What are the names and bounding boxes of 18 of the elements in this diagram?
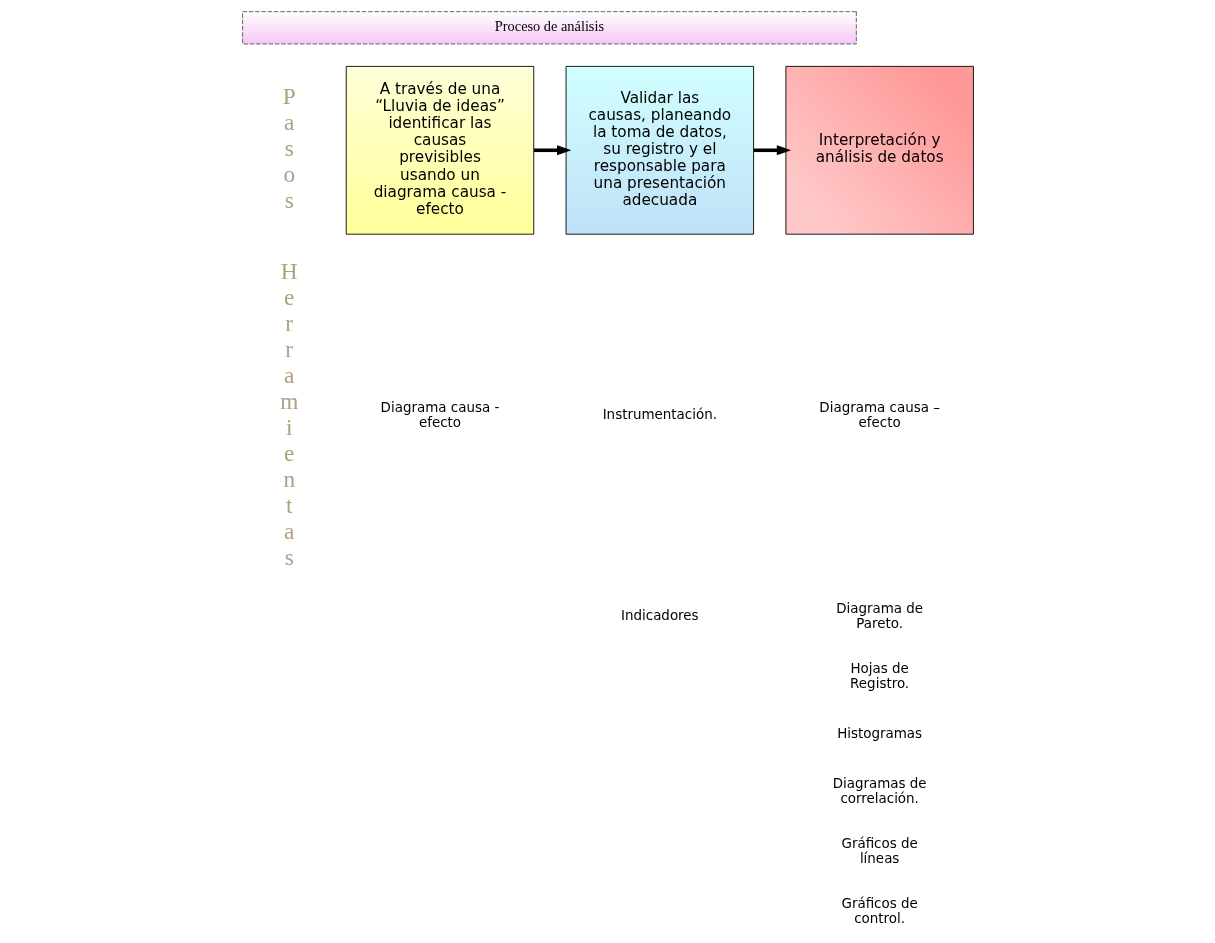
arrow bbox=[753, 145, 791, 156]
arrow bbox=[533, 145, 571, 156]
node-box: Interpretación y análisis de datos bbox=[784, 65, 974, 235]
label: Diagramas de correlación. bbox=[832, 775, 927, 807]
label: Histogramas bbox=[836, 725, 922, 741]
label: Diagrama causa – efecto bbox=[818, 399, 940, 431]
label: Diagrama de Pareto. bbox=[835, 600, 923, 632]
label: Pasos bbox=[282, 82, 296, 213]
label: Instrumentación. bbox=[602, 407, 717, 423]
node-box: A través de una “Lluvia de ideas” identificar las causas previsibles usando un diagrama causa - efecto bbox=[345, 65, 534, 235]
label: Diagrama causa - efecto bbox=[380, 399, 499, 431]
label: Indicadores bbox=[620, 608, 699, 624]
node-box: Proceso de análisis bbox=[241, 11, 857, 45]
label: Hojas de Registro. bbox=[849, 660, 909, 692]
node-box: Validar las causas, planeando la toma de datos, su registro y el responsable para una presentación adecuada bbox=[565, 65, 754, 235]
label: Herramientas bbox=[279, 257, 298, 571]
label: Gráficos de líneas bbox=[840, 835, 918, 867]
label: Gráficos de control. bbox=[840, 896, 918, 927]
